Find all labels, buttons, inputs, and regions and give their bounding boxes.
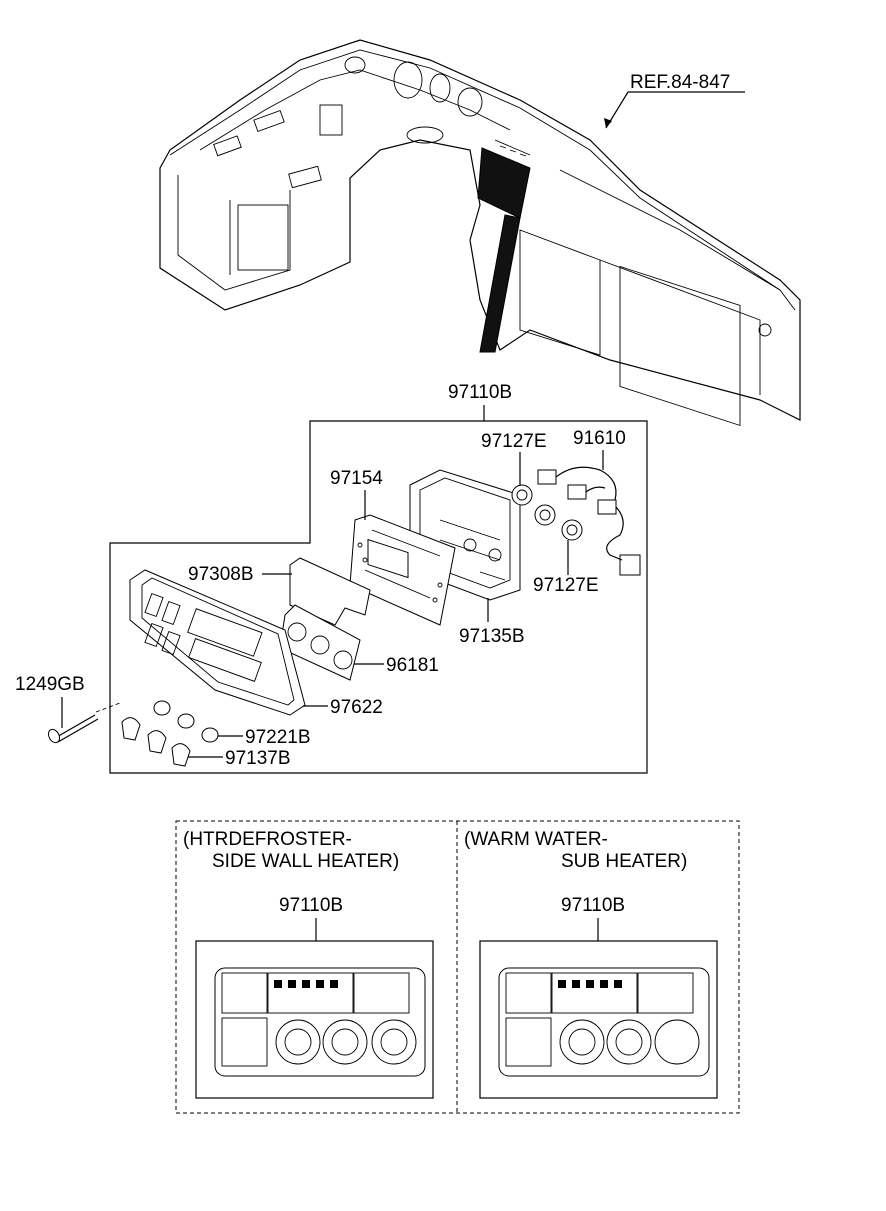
variant-warm-water: (WARM WATER- SUB HEATER) 97110B — [464, 829, 718, 1099]
assembly-frame — [109, 420, 648, 774]
screw-1249GB — [47, 702, 121, 744]
variant2-frame — [479, 940, 718, 1099]
label-97221B: 97221B — [245, 727, 311, 748]
dashboard-illustration — [159, 39, 801, 427]
label-91610: 91610 — [573, 428, 626, 449]
label-97622: 97622 — [330, 697, 383, 718]
assembly-label: 97110B — [448, 382, 512, 403]
label-97154: 97154 — [330, 468, 383, 489]
knob-assy-97127E-bottom — [534, 504, 583, 541]
reference-leader — [605, 91, 745, 129]
label-97135B: 97135B — [459, 626, 525, 647]
front-bezel-97622 — [129, 569, 306, 716]
reference-label: REF.84-847 — [630, 72, 730, 93]
label-97127E-bottom: 97127E — [533, 575, 599, 596]
label-1249GB: 1249GB — [15, 674, 85, 695]
variant2-title-line2: SUB HEATER) — [561, 851, 687, 872]
variant2-panel-drawing — [498, 967, 710, 1077]
circuit-board-97154 — [349, 514, 456, 626]
wiring-harness-91610 — [537, 466, 641, 576]
label-97137B: 97137B — [225, 748, 291, 769]
variant1-title-line1: (HTRDEFROSTER- — [183, 829, 352, 850]
label-97127E-top: 97127E — [481, 431, 547, 452]
knobs-97137B — [121, 717, 191, 767]
reference-arrowhead — [604, 118, 612, 128]
variant1-panel-drawing — [214, 967, 426, 1077]
buttons-97221B — [153, 700, 219, 743]
variant1-frame — [195, 940, 434, 1099]
variant2-title-line1: (WARM WATER- — [464, 829, 608, 850]
variant1-part-label: 97110B — [279, 895, 343, 916]
variant-htr-defroster: (HTRDEFROSTER- SIDE WALL HEATER) 97110B — [183, 829, 434, 1099]
knob-assy-97127E-top — [511, 484, 533, 506]
label-97308B: 97308B — [188, 564, 254, 585]
label-96181: 96181 — [386, 655, 439, 676]
variant1-title-line2: SIDE WALL HEATER) — [212, 851, 399, 872]
variant2-part-label: 97110B — [561, 895, 625, 916]
